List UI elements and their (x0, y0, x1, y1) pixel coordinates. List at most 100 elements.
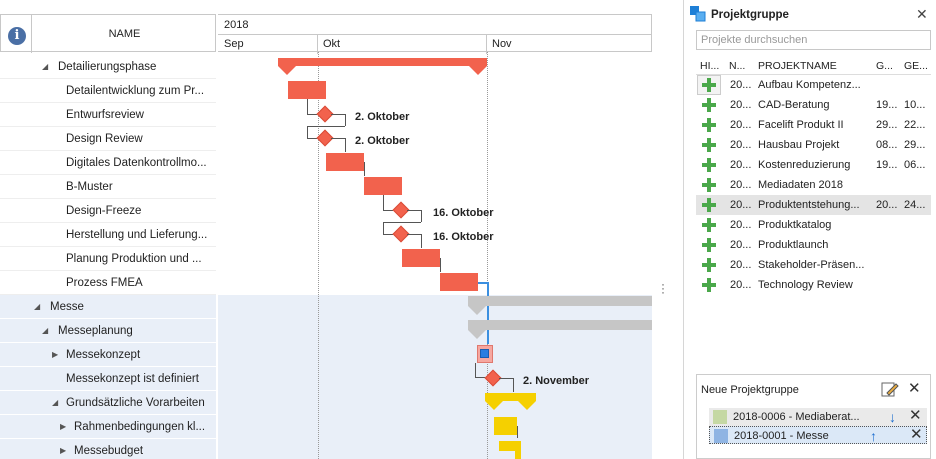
collapse-arrow-icon[interactable]: ◢ (42, 62, 49, 71)
project-row[interactable]: 20...Mediadaten 2018 (696, 175, 931, 195)
info-icon[interactable]: i (8, 27, 26, 45)
project-row[interactable]: 20...Aufbau Kompetenz... (696, 75, 931, 95)
edit-icon[interactable] (881, 381, 899, 397)
messebudget-bar[interactable] (499, 441, 521, 451)
task-row[interactable]: Entwurfsreview (0, 103, 216, 127)
task-row[interactable]: ▶Rahmenbedingungen kl... (0, 415, 216, 439)
project-row[interactable]: 20...Produktlaunch (696, 235, 931, 255)
selection-handle[interactable] (480, 349, 489, 358)
task-name: Design-Freeze (66, 205, 142, 217)
col-header-projektname[interactable]: PROJEKTNAME (758, 60, 837, 72)
dependency-line (407, 210, 421, 211)
dependency-line (383, 222, 384, 234)
task-bar[interactable] (326, 153, 364, 171)
task-name: Messe (50, 301, 84, 313)
task-bar[interactable] (364, 177, 402, 195)
task-row[interactable]: Herstellung und Lieferung... (0, 223, 216, 247)
project-n: 20... (730, 259, 752, 271)
collapse-arrow-icon[interactable]: ◢ (52, 398, 59, 407)
remove-icon[interactable]: ✕ (910, 426, 923, 443)
expand-arrow-icon[interactable]: ▶ (60, 446, 67, 455)
group-item[interactable]: 2018-0001 - Messe ↑ ✕ (709, 426, 927, 444)
project-row[interactable]: 20...Produktkatalog (696, 215, 931, 235)
summary-bar[interactable] (278, 58, 487, 66)
task-name: Entwurfsreview (66, 109, 144, 121)
search-input[interactable]: Projekte durchsuchen (696, 30, 931, 50)
remove-icon[interactable]: ✕ (909, 407, 922, 424)
messeplanung-summary-bar[interactable] (468, 320, 652, 330)
dependency-line (475, 377, 485, 378)
project-row[interactable]: 20...Technology Review (696, 275, 931, 295)
task-bar[interactable] (402, 249, 440, 267)
add-icon[interactable] (702, 158, 716, 172)
summary-bar-right-cap (518, 401, 536, 410)
task-bar[interactable] (288, 81, 326, 99)
task-row[interactable]: Prozess FMEA (0, 271, 216, 295)
task-row[interactable]: ◢Grundsätzliche Vorarbeiten (0, 391, 216, 415)
project-row[interactable]: 20...Produktentstehung...20...24... (696, 195, 931, 215)
task-row[interactable]: ◢Detailierungsphase (0, 55, 216, 79)
rahmenbedingungen-bar[interactable] (494, 417, 517, 435)
task-row[interactable]: ▶ Messebudget (0, 439, 216, 459)
delete-group-icon[interactable]: ✕ (908, 380, 921, 397)
task-name: Prozess FMEA (66, 277, 143, 289)
move-down-icon[interactable]: ↓ (889, 409, 896, 425)
messe-summary-bar[interactable] (468, 296, 652, 306)
project-name: Stakeholder-Präsen... (758, 259, 865, 271)
task-row[interactable]: Messekonzept ist definiert (0, 367, 216, 391)
summary-bar-left-cap (468, 330, 486, 339)
col-header-g[interactable]: G... (876, 60, 893, 72)
task-row[interactable]: Digitales Datenkontrollmo... (0, 151, 216, 175)
add-icon[interactable] (702, 118, 716, 132)
dependency-line (513, 378, 514, 392)
link-line-highlight (478, 282, 488, 284)
expand-arrow-icon[interactable]: ▶ (52, 350, 59, 359)
move-up-icon[interactable]: ↑ (870, 428, 877, 444)
task-row[interactable]: B-Muster (0, 175, 216, 199)
task-name: Messebudget (74, 445, 144, 457)
add-icon[interactable] (702, 258, 716, 272)
col-header-nr[interactable]: N... (729, 60, 746, 72)
task-name: Messeplanung (58, 325, 133, 337)
dependency-line (307, 138, 317, 139)
month-row: Sep Okt Nov (218, 34, 652, 54)
collapse-arrow-icon[interactable]: ◢ (34, 302, 41, 311)
expand-arrow-icon[interactable]: ▶ (60, 422, 67, 431)
task-row[interactable]: Detailentwicklung zum Pr... (0, 79, 216, 103)
group-item-label: 2018-0001 - Messe (734, 430, 829, 442)
dependency-line (307, 99, 308, 115)
project-ge: 22... (904, 119, 926, 131)
messebudget-bar[interactable] (515, 451, 521, 459)
project-row[interactable]: 20... Stakeholder-Präsen... (696, 255, 931, 275)
close-icon[interactable]: ✕ (916, 6, 928, 22)
dependency-line (331, 114, 345, 115)
add-icon[interactable] (702, 278, 716, 292)
task-row[interactable]: ◢ Messe (0, 295, 216, 319)
collapse-arrow-icon[interactable]: ◢ (42, 326, 49, 335)
add-icon[interactable] (702, 98, 716, 112)
task-row[interactable]: ▶Messekonzept (0, 343, 216, 367)
task-bar[interactable] (440, 273, 478, 291)
add-icon[interactable] (702, 78, 716, 92)
task-row[interactable]: Design Review (0, 127, 216, 151)
add-icon[interactable] (702, 218, 716, 232)
task-row[interactable]: ◢ Messeplanung (0, 319, 216, 343)
add-icon[interactable] (702, 138, 716, 152)
add-icon[interactable] (702, 198, 716, 212)
col-header-ge[interactable]: GE... (904, 60, 928, 72)
add-icon[interactable] (702, 238, 716, 252)
dependency-line (440, 258, 441, 272)
col-header-hi[interactable]: HI... (700, 60, 720, 72)
task-row[interactable]: Planung Produktion und ... (0, 247, 216, 271)
grundsaetzliche-summary-bar[interactable] (485, 393, 536, 401)
task-row[interactable]: Design-Freeze (0, 199, 216, 223)
add-icon[interactable] (702, 178, 716, 192)
group-item[interactable]: 2018-0006 - Mediaberat... ↓ ✕ (709, 407, 927, 426)
dependency-line (407, 234, 421, 235)
splitter-grip-icon[interactable]: ··· (661, 277, 665, 299)
name-column-header[interactable]: NAME (31, 15, 217, 53)
